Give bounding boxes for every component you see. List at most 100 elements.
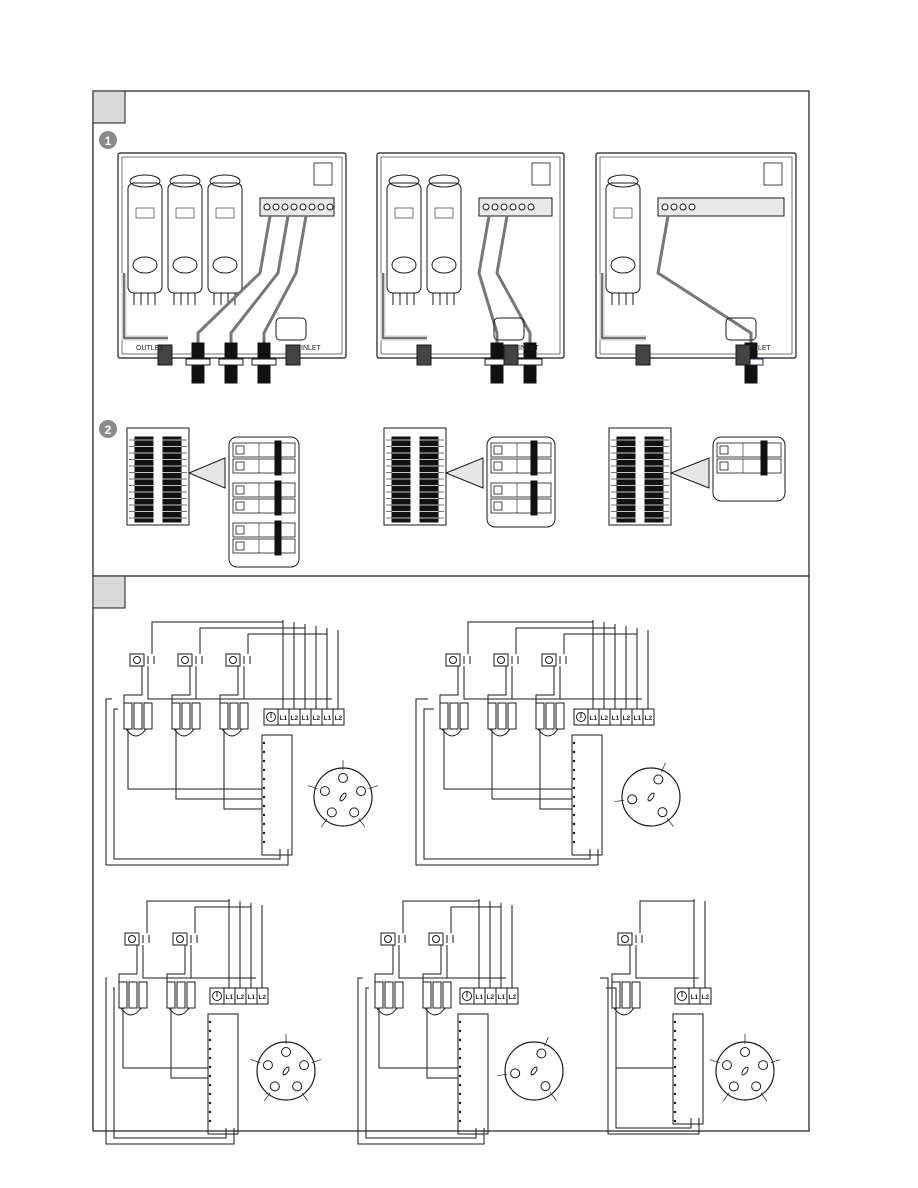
inlet-fitting — [735, 344, 751, 366]
step-1-number: 1 — [105, 134, 112, 148]
element-jumper — [537, 728, 559, 737]
element-link-wire — [147, 666, 288, 700]
breaker-handle-bar — [274, 496, 282, 516]
connector-pin-leader — [760, 1092, 768, 1102]
element-group — [422, 906, 506, 1079]
board-pin — [572, 813, 576, 817]
connector-face — [715, 1041, 775, 1101]
breaker-handle-bar — [760, 456, 768, 476]
outlet-fitting — [416, 344, 432, 366]
heating-resistor — [394, 981, 404, 1009]
heating-resistor — [487, 702, 497, 730]
section-tab-b — [92, 575, 126, 609]
heating-resistor — [374, 981, 384, 1009]
element-top-cap — [129, 174, 161, 188]
element-jumper — [424, 1007, 446, 1016]
outlet-pipe-edge — [382, 273, 427, 339]
board-pin — [458, 1020, 462, 1024]
heating-element — [605, 174, 641, 305]
element-feed-wire — [402, 900, 479, 933]
breaker-switch-body — [490, 458, 552, 474]
element-link-wire — [559, 666, 642, 700]
heater-cabinet — [595, 152, 797, 359]
breaker-switch — [490, 480, 552, 500]
element-top-cap — [169, 174, 201, 188]
element-jumper — [120, 1007, 142, 1016]
board-pin — [673, 1074, 677, 1078]
element-body — [605, 182, 641, 294]
ground-icon — [266, 712, 276, 722]
board-pin — [572, 741, 576, 745]
connector-pin-leader — [320, 818, 328, 828]
board-pin — [262, 822, 266, 826]
breaker-handle-bar — [760, 440, 768, 460]
board-pin — [208, 1065, 212, 1069]
element-body — [207, 182, 243, 294]
breaker-switch-toggle — [235, 445, 245, 455]
heating-element — [127, 174, 163, 305]
heater-cabinet — [376, 152, 565, 359]
connector-pin — [338, 773, 348, 783]
step-1-badge: 1 — [99, 131, 117, 149]
breaker-switch-toggle — [493, 485, 503, 495]
control-board — [207, 1013, 239, 1135]
connector-face — [504, 1041, 564, 1101]
element-jumper — [221, 728, 243, 737]
connector-pin — [292, 1081, 303, 1092]
breaker-switch-body — [232, 482, 296, 498]
heating-resistor — [229, 702, 239, 730]
outlet-label: OUTLET — [136, 345, 164, 352]
board-pin — [572, 768, 576, 772]
heating-resistor — [535, 702, 545, 730]
return-wire — [615, 1008, 673, 1069]
heating-element — [167, 174, 203, 305]
element-link-wire — [463, 666, 598, 700]
breaker-switch-toggle — [719, 461, 729, 471]
heating-resistor — [507, 702, 517, 730]
control-board — [261, 734, 293, 856]
supply-terminal-label: L1 — [634, 715, 642, 722]
connector-pin-leader — [722, 1092, 730, 1102]
thermal-cutout-icon — [545, 656, 553, 664]
terminal-screw — [281, 203, 289, 211]
connector-pin-leader — [667, 818, 674, 827]
heating-resistor — [555, 702, 565, 730]
step-2-number: 2 — [105, 423, 112, 437]
heating-resistor — [219, 702, 229, 730]
supply-terminal-label: L1 — [476, 994, 484, 1001]
breaker-switch-body — [490, 498, 552, 514]
control-board — [571, 734, 603, 856]
element-feed-wire — [467, 621, 593, 654]
thermal-cutout-icon — [181, 656, 189, 664]
element-group — [487, 627, 620, 800]
terminal-screw — [272, 203, 280, 211]
heating-resistor — [239, 702, 249, 730]
terminal-block — [259, 162, 335, 217]
supply-terminal-label: L2 — [601, 715, 609, 722]
element-feed-wire — [639, 900, 694, 933]
outlet-pipe-edge — [601, 273, 646, 339]
heating-resistor — [459, 702, 469, 730]
terminal-screw — [263, 203, 271, 211]
element-link-wire — [190, 945, 256, 979]
heating-resistor — [176, 981, 186, 1009]
board-pin — [262, 804, 266, 808]
return-wire — [175, 729, 262, 800]
element-link-wire — [535, 666, 555, 703]
breaker-column — [162, 436, 182, 523]
connector-pin-leader — [497, 1073, 508, 1076]
connector-pin — [751, 1081, 762, 1092]
connector-key — [741, 1066, 749, 1076]
terminal-block — [478, 162, 553, 217]
terminal-screw — [326, 203, 334, 211]
element-top-cap — [607, 174, 639, 188]
supply-terminal-label: L1 — [248, 994, 256, 1001]
board-pin — [458, 1101, 462, 1105]
heating-resistor — [123, 702, 133, 730]
element-coupling — [132, 256, 158, 274]
connector-pin — [269, 1081, 280, 1092]
heating-resistor — [143, 702, 153, 730]
connector-pin — [510, 1068, 521, 1079]
board-pin — [262, 831, 266, 835]
